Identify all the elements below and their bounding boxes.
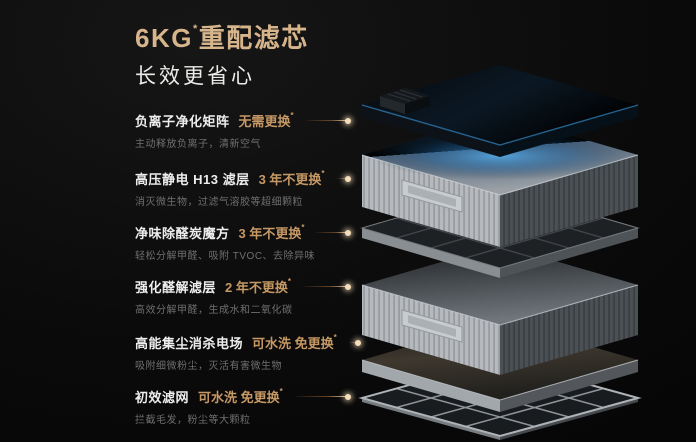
status-footnote-mark: * <box>333 333 337 342</box>
status-text: 可水洗 免更换 <box>198 390 280 405</box>
leader-line <box>316 229 351 236</box>
filter-item-desc: 轻松分解甲醛、吸附 TVOC、去除异味 <box>135 251 316 262</box>
filter-item-status: 无需更换* <box>239 111 294 130</box>
filter-item-desc: 高效分解甲醛，生成水和二氧化碳 <box>135 305 293 316</box>
filter-item-desc: 消灭微生物，过滤气溶胶等超细颗粒 <box>135 197 303 208</box>
status-text: 无需更换 <box>238 114 291 129</box>
page-subtitle: 长效更省心 <box>135 64 255 88</box>
filter-item-h13: 高压静电 H13 滤层 3 年不更换* 消灭微生物，过滤气溶胶等超细颗粒 <box>135 169 351 208</box>
filter-item-label: 初效滤网 <box>135 390 190 405</box>
filter-item-head: 负离子净化矩阵 无需更换* <box>135 111 351 130</box>
filter-item-label: 强化醛解滤层 <box>135 280 217 295</box>
leader-dot <box>345 117 351 124</box>
filter-item-desc: 拦截毛发，粉尘等大颗粒 <box>135 415 251 426</box>
leader-line <box>305 117 351 124</box>
filter-item-head: 初效滤网 可水洗 免更换* <box>135 387 351 406</box>
title-main: 6KG <box>135 23 193 53</box>
filter-stack-illustration <box>358 65 642 440</box>
status-text: 3 年不更换 <box>238 226 302 241</box>
filter-item-status: 可水洗 免更换* <box>198 387 283 406</box>
status-footnote-mark: * <box>321 169 325 178</box>
page-title: 6KG*重配滤芯 <box>135 24 309 53</box>
filter-item-head: 强化醛解滤层 2 年不更换* <box>135 277 351 296</box>
filter-item-label: 净味除醛炭魔方 <box>135 226 230 241</box>
filter-item-status: 3 年不更换* <box>239 223 305 242</box>
filter-item-status: 可水洗 免更换* <box>252 333 337 352</box>
filter-item-electrode: 高能集尘消杀电场 可水洗 免更换* 吸附细微粉尘，灭活有害微生物 <box>135 333 361 372</box>
title-rest: 重配滤芯 <box>198 23 309 53</box>
header: 6KG*重配滤芯 长效更省心 <box>135 24 309 90</box>
title-footnote-mark: * <box>192 23 199 35</box>
status-footnote-mark: * <box>290 111 294 120</box>
status-text: 可水洗 免更换 <box>252 336 334 351</box>
leader-line <box>294 393 351 400</box>
filter-item-desc: 主动释放负离子，清新空气 <box>135 139 261 150</box>
status-footnote-mark: * <box>301 223 305 232</box>
filter-item-head: 净味除醛炭魔方 3 年不更换* <box>135 223 351 242</box>
leader-dot <box>354 339 361 346</box>
filter-item-ion: 负离子净化矩阵 无需更换* 主动释放负离子，清新空气 <box>135 111 351 150</box>
status-text: 3 年不更换 <box>258 172 322 187</box>
status-footnote-mark: * <box>287 277 291 286</box>
ion-purify-module <box>361 65 639 157</box>
ion-grille <box>380 88 430 114</box>
filter-item-label: 负离子净化矩阵 <box>135 114 230 129</box>
leader-dot <box>345 283 351 290</box>
leader-dot <box>345 229 351 236</box>
leader-line <box>302 283 351 290</box>
filter-item-carbon: 净味除醛炭魔方 3 年不更换* 轻松分解甲醛、吸附 TVOC、去除异味 <box>135 223 351 262</box>
filter-item-status: 2 年不更换* <box>225 277 291 296</box>
filter-item-status: 3 年不更换* <box>259 169 325 188</box>
filter-item-label: 高能集尘消杀电场 <box>135 336 244 351</box>
leader-dot <box>345 393 351 400</box>
filter-item-head: 高能集尘消杀电场 可水洗 免更换* <box>135 333 361 352</box>
leader-line <box>336 175 351 182</box>
filter-item-aldehyde: 强化醛解滤层 2 年不更换* 高效分解甲醛，生成水和二氧化碳 <box>135 277 351 316</box>
filter-item-label: 高压静电 H13 滤层 <box>135 172 250 187</box>
filter-item-prefilter: 初效滤网 可水洗 免更换* 拦截毛发，粉尘等大颗粒 <box>135 387 351 426</box>
filter-item-desc: 吸附细微粉尘，灭活有害微生物 <box>135 361 282 372</box>
aldehyde-decompose-filter <box>361 245 639 375</box>
leader-dot <box>345 175 351 182</box>
filter-item-head: 高压静电 H13 滤层 3 年不更换* <box>135 169 351 188</box>
status-text: 2 年不更换 <box>225 280 288 295</box>
leader-line <box>348 339 361 346</box>
status-footnote-mark: * <box>279 387 283 396</box>
